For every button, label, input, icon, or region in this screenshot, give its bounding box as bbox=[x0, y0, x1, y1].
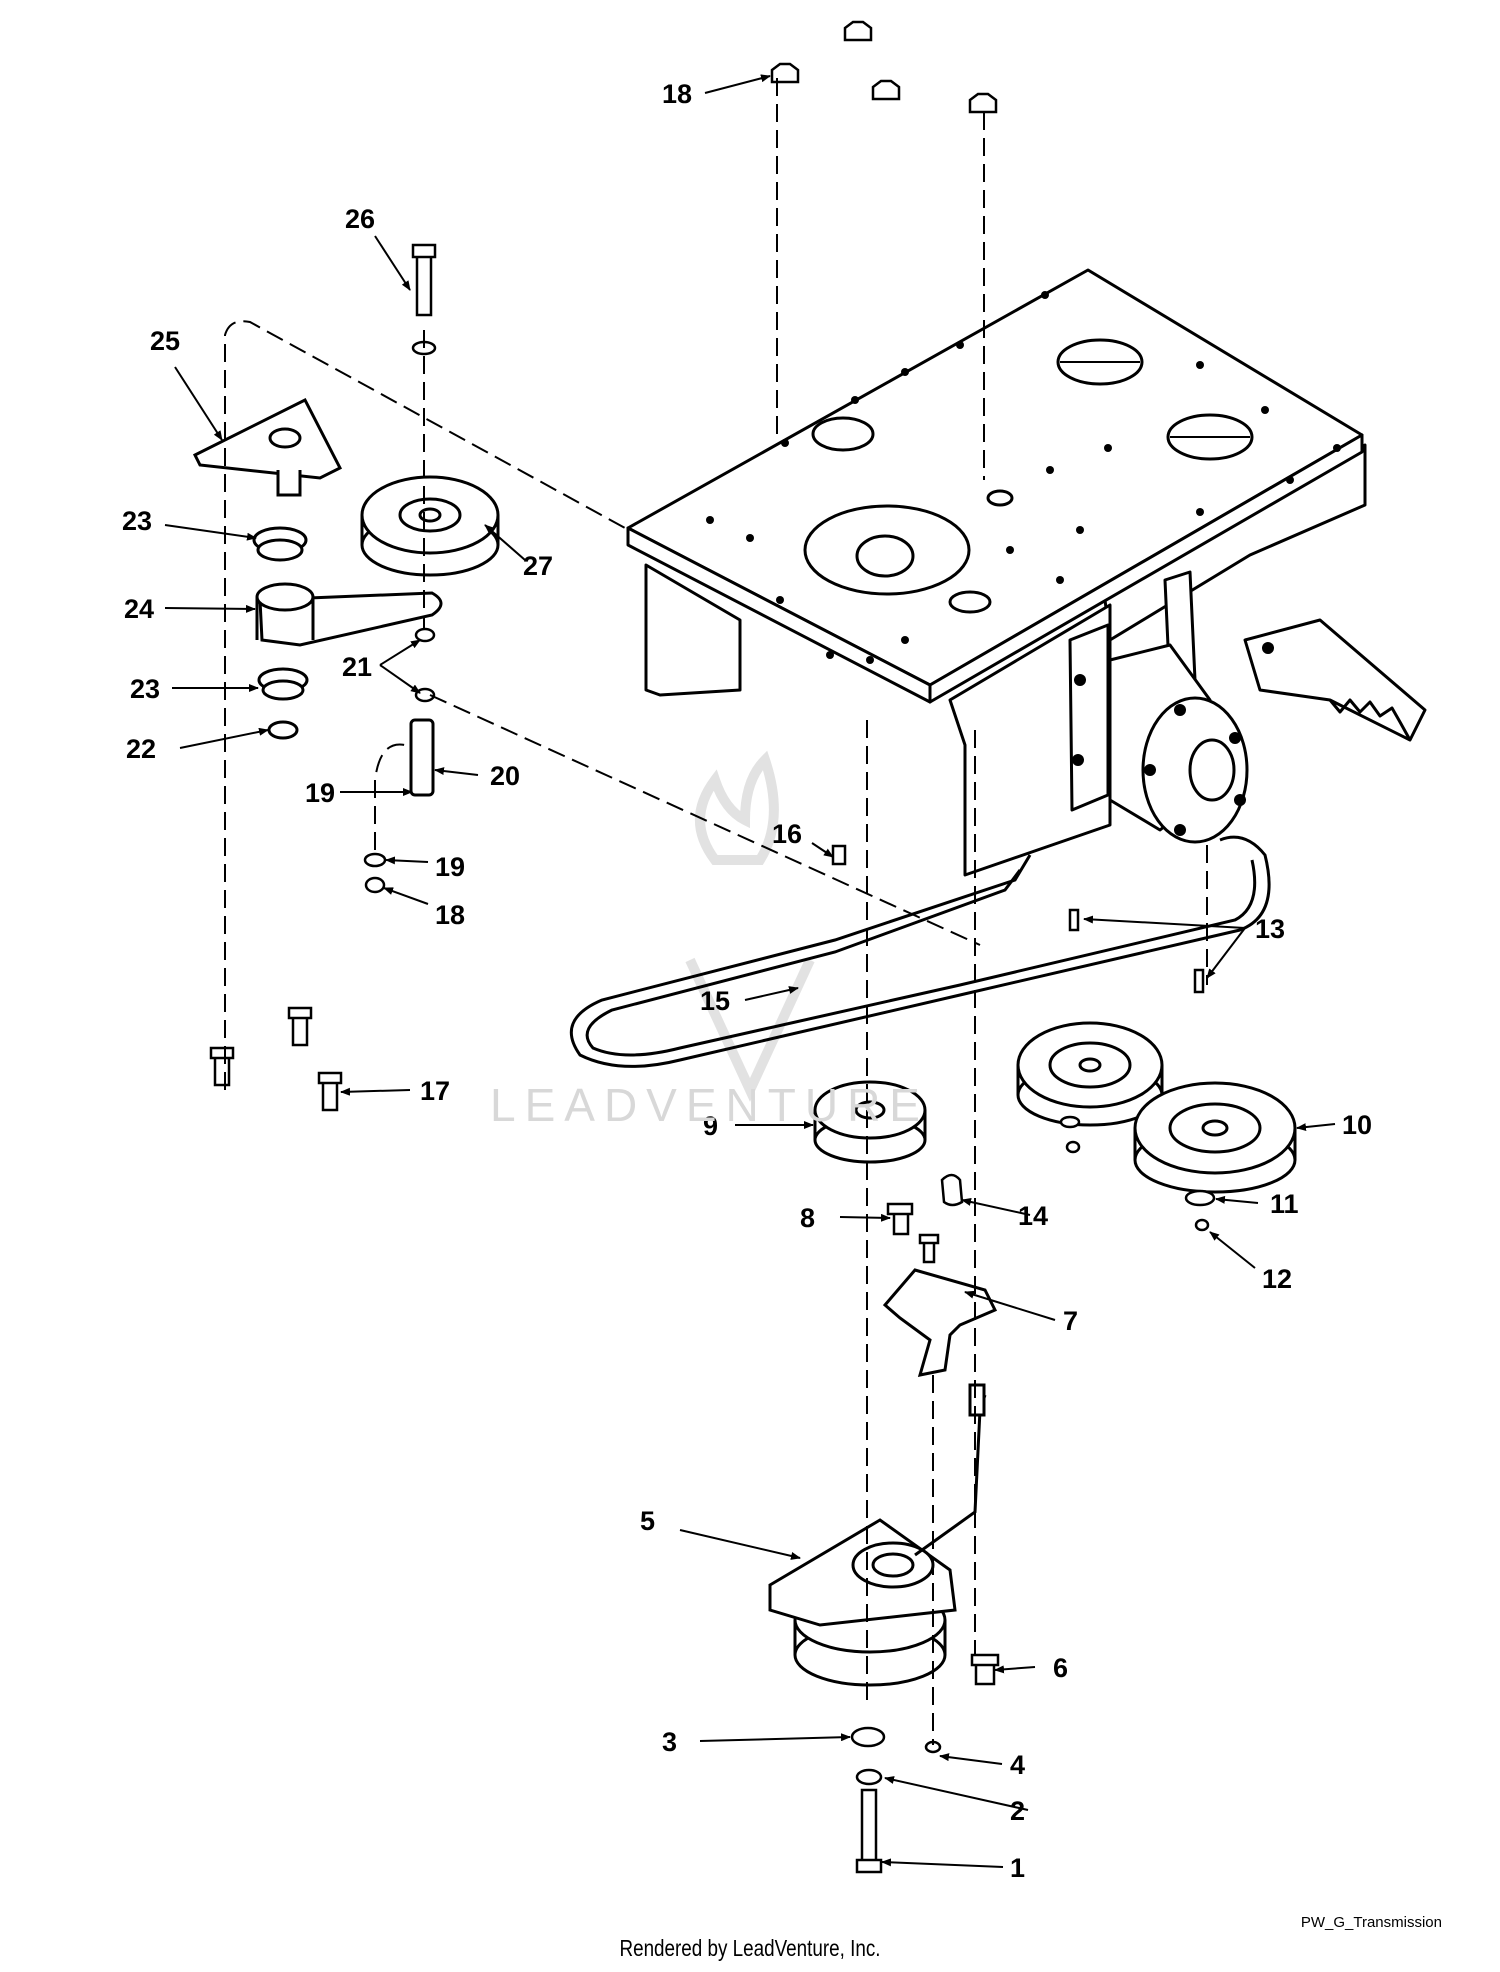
callout-20: 20 bbox=[490, 761, 520, 791]
callout-17: 17 bbox=[420, 1076, 450, 1106]
callout-1: 1 bbox=[1010, 1853, 1025, 1883]
callout-11: 11 bbox=[1270, 1189, 1299, 1219]
idler-arm-24 bbox=[255, 582, 443, 647]
watermark-text: LEADVENTURE bbox=[490, 1079, 929, 1131]
drive-belt bbox=[569, 835, 1271, 1068]
callout-27: 27 bbox=[523, 551, 553, 581]
watermark-logo bbox=[685, 750, 815, 1102]
gearbox-bolts bbox=[1072, 642, 1274, 836]
callout-7: 7 bbox=[1063, 1306, 1078, 1336]
pulley-10 bbox=[1133, 1081, 1297, 1194]
callout-leaders bbox=[164, 74, 1336, 1868]
callout-25: 25 bbox=[150, 326, 180, 356]
callout-9: 9 bbox=[703, 1111, 718, 1141]
frame-bolt-holes bbox=[706, 291, 1341, 664]
callout-19-left: 19 bbox=[305, 778, 335, 808]
pulley-9 bbox=[813, 1080, 927, 1164]
callout-26: 26 bbox=[345, 204, 375, 234]
callout-15: 15 bbox=[700, 986, 730, 1016]
callout-6: 6 bbox=[1053, 1653, 1068, 1683]
bushing-23-upper bbox=[252, 526, 308, 562]
gearbox-assembly bbox=[1068, 570, 1427, 844]
bushing-23-lower bbox=[257, 667, 309, 701]
clutch-bracket-7 bbox=[882, 1268, 998, 1377]
callout-19-right: 19 bbox=[435, 852, 465, 882]
render-credit: Rendered by LeadVenture, Inc. bbox=[619, 1935, 881, 1961]
callout-5: 5 bbox=[640, 1506, 655, 1536]
callout-18-top: 18 bbox=[662, 79, 692, 109]
callout-22: 22 bbox=[126, 734, 156, 764]
callout-23-lower: 23 bbox=[130, 674, 160, 704]
transmission-frame bbox=[626, 268, 1367, 877]
idler-pulley-27 bbox=[360, 475, 500, 577]
assembly-guide-lines bbox=[224, 78, 1208, 1745]
spacer-20 bbox=[409, 718, 435, 797]
electric-clutch bbox=[768, 1383, 987, 1687]
callout-16: 16 bbox=[772, 819, 802, 849]
callout-13: 13 bbox=[1255, 914, 1285, 944]
callout-3: 3 bbox=[662, 1727, 677, 1757]
callout-10: 10 bbox=[1342, 1110, 1372, 1140]
diagram-code: PW_G_Transmission bbox=[1300, 1914, 1442, 1931]
idler-pulley-upper bbox=[1016, 1021, 1164, 1127]
callout-18-lower: 18 bbox=[435, 900, 465, 930]
callout-14: 14 bbox=[1018, 1201, 1048, 1231]
callout-4: 4 bbox=[1010, 1750, 1025, 1780]
callout-2: 2 bbox=[1010, 1796, 1025, 1826]
callout-12: 12 bbox=[1262, 1264, 1292, 1294]
idler-bracket-25 bbox=[192, 397, 343, 497]
callout-23-upper: 23 bbox=[122, 506, 152, 536]
washer-22 bbox=[267, 720, 299, 740]
callout-8: 8 bbox=[800, 1203, 815, 1233]
callout-21: 21 bbox=[342, 652, 372, 682]
callout-labels: 1 2 3 4 5 6 7 8 9 10 11 12 13 14 15 16 1… bbox=[122, 79, 1372, 1883]
callout-24: 24 bbox=[124, 594, 154, 624]
